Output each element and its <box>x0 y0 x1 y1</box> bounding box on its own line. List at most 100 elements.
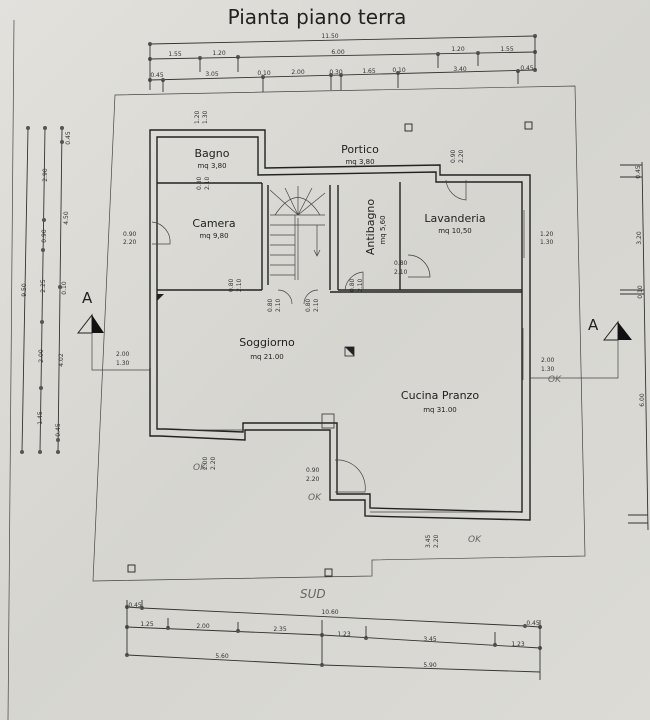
dim-label: 1.23 <box>337 631 351 638</box>
note-ok: OK <box>548 375 562 385</box>
section-mark-left: A <box>76 289 150 371</box>
dim-label: 0.80 <box>196 176 203 190</box>
dim-label: 1.30 <box>540 239 554 246</box>
dim-label: 1.30 <box>541 366 555 373</box>
dim-label: 2.90 <box>42 168 49 182</box>
room-name-portico: Portico <box>341 143 379 156</box>
dim-label: 2.00 <box>202 456 209 470</box>
dim-label: A <box>82 289 93 307</box>
dim-label: 0.80 <box>349 278 356 292</box>
dim-label: 5.60 <box>215 653 229 660</box>
dim-label: 0.10 <box>637 285 644 299</box>
dim-label: 9.50 <box>21 283 28 297</box>
dim-label: 2.10 <box>204 176 211 190</box>
staircase <box>269 186 326 280</box>
porch-columns <box>127 121 533 577</box>
dim-label: 3.40 <box>453 66 467 73</box>
bottom-dimensions: 0.45 10.60 1.25 2.00 2.35 1.23 3.45 1.23… <box>125 600 542 680</box>
dim-label: 1.20 <box>212 50 226 57</box>
dim-label: 1.20 <box>451 46 465 53</box>
dim-label: 3.20 <box>636 231 643 245</box>
doors <box>149 179 525 513</box>
dim-label: 2.25 <box>40 279 47 293</box>
plan-title: Pianta piano terra <box>228 5 407 29</box>
dim-label: 1.23 <box>511 641 525 648</box>
dim-label: 2.10 <box>394 269 408 276</box>
dim-label: 1.25 <box>140 621 154 628</box>
dim-label: 5.90 <box>423 662 437 669</box>
dim-label: 1.55 <box>168 51 182 58</box>
dim-label: 2.10 <box>357 278 364 292</box>
handwritten-notes: OK OK OK OK SUD <box>193 375 562 601</box>
dim-label: 0.45 <box>150 72 164 79</box>
room-name-antibagno: Antibagno <box>364 199 377 256</box>
dim-label: 0.80 <box>394 260 408 267</box>
dim-label: 2.20 <box>458 149 465 163</box>
dim-label: 3.45 <box>423 636 437 643</box>
room-name-cucina-pranzo: Cucina Pranzo <box>401 389 479 402</box>
dim-label: 2.00 <box>291 69 305 76</box>
room-area-lavanderia: mq 10,50 <box>438 227 472 235</box>
dim-label: 2.20 <box>306 476 320 483</box>
dim-label: 0.90 <box>306 467 320 474</box>
room-area-soggiorno: mq 21.00 <box>250 353 284 361</box>
dim-label: 6.00 <box>639 393 646 407</box>
note-ok: OK <box>468 535 482 545</box>
dim-label: 0.30 <box>329 69 343 76</box>
dim-label: 1.30 <box>116 360 130 367</box>
top-dimensions: 11.50 1.55 1.20 6.00 1.20 1.55 0.45 3.05… <box>148 33 537 92</box>
dim-label: 6.00 <box>331 49 345 56</box>
paper-edge <box>7 19 15 720</box>
site-outline <box>92 85 586 582</box>
dim-label: 2.35 <box>273 626 287 633</box>
note-ok: OK <box>308 493 322 503</box>
dim-label: 0.80 <box>267 298 274 312</box>
room-name-camera: Camera <box>192 217 235 230</box>
room-area-antibagno: mq 5,60 <box>379 215 387 244</box>
dim-label: 2.20 <box>433 534 440 548</box>
dim-label: 4.50 <box>63 211 70 225</box>
dim-label: 4.02 <box>58 353 65 367</box>
left-dimensions: 9.50 2.90 0.90 2.25 2.00 1.45 0.45 4.50 … <box>20 126 72 454</box>
room-area-camera: mq 9,80 <box>199 232 228 240</box>
dim-label: 0.45 <box>128 602 142 609</box>
dim-label: 3.45 <box>425 534 432 548</box>
dim-label: 2.20 <box>210 456 217 470</box>
dim-label: 1.45 <box>37 411 44 425</box>
dim-label: 2.20 <box>123 239 137 246</box>
room-area-portico: mq 3,80 <box>345 158 374 166</box>
right-dimensions: 0.45 3.20 0.10 6.00 <box>620 161 649 531</box>
dim-label: 3.05 <box>205 71 219 78</box>
dim-label: 0.10 <box>392 67 406 74</box>
room-area-cucina-pranzo: mq 31.00 <box>423 406 457 414</box>
room-name-lavanderia: Lavanderia <box>424 212 485 225</box>
room-area-bagno: mq 3,80 <box>197 162 226 170</box>
dim-label: 0.10 <box>257 70 271 77</box>
room-labels: Bagno mq 3,80 Camera mq 9,80 Portico mq … <box>192 143 485 414</box>
dim-label: A <box>588 316 599 334</box>
dim-label: 0.90 <box>41 229 48 243</box>
dim-label: 1.65 <box>362 68 376 75</box>
dim-label: 0.45 <box>635 165 642 179</box>
dim-label: 0.10 <box>61 281 68 295</box>
dim-label: 2.00 <box>196 623 210 630</box>
dim-label: 0.45 <box>65 131 72 145</box>
dim-top-total: 11.50 <box>321 33 338 40</box>
dim-label: 0.80 <box>228 278 235 292</box>
dim-label: 2.10 <box>313 298 320 312</box>
dim-label: 2.10 <box>236 278 243 292</box>
section-mark-right: A <box>530 316 632 379</box>
dim-label: 1.20 <box>540 231 554 238</box>
dim-label: 0.80 <box>305 298 312 312</box>
dim-label: 1.55 <box>500 46 514 53</box>
building-walls <box>149 129 531 521</box>
note-ok: OK <box>193 463 207 473</box>
dim-label: 0.45 <box>520 65 534 72</box>
dim-label: 2.00 <box>38 349 45 363</box>
chimney-flue <box>321 413 335 429</box>
dim-label: 1.20 <box>194 110 201 124</box>
dim-label: 2.00 <box>116 351 130 358</box>
dim-label: 0.90 <box>450 149 457 163</box>
note-sud: SUD <box>300 587 326 601</box>
